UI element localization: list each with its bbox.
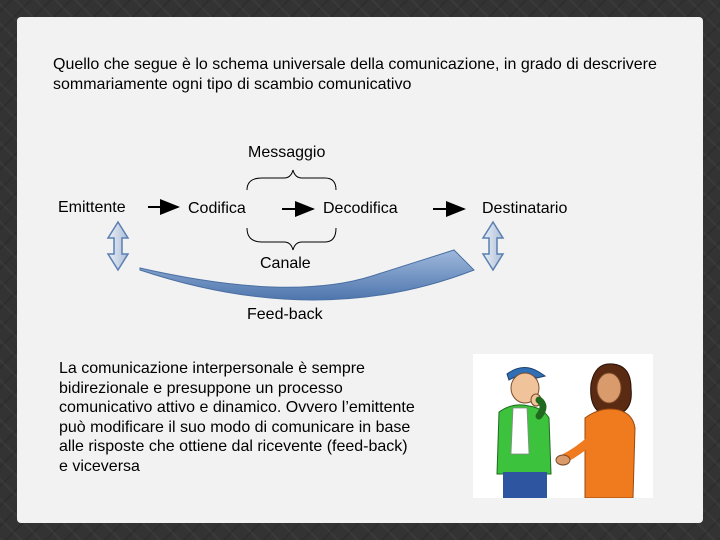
two-people-talking-icon <box>473 354 653 499</box>
destinatario-double-arrow-icon <box>481 220 505 272</box>
canale-label: Canale <box>260 255 311 272</box>
codifica-label: Codifica <box>188 200 246 217</box>
decodifica-label: Decodifica <box>323 200 398 217</box>
woman-figure <box>555 363 636 499</box>
canale-brace <box>246 227 337 251</box>
emittente-label: Emittente <box>58 199 126 216</box>
man-figure <box>496 367 552 498</box>
messaggio-brace <box>246 169 337 191</box>
feedback-curved-arrow <box>139 249 475 301</box>
emittente-double-arrow-icon <box>106 220 130 272</box>
intro-text: Quello che segue è lo schema universale … <box>53 56 657 93</box>
destinatario-label: Destinatario <box>482 200 567 217</box>
messaggio-label: Messaggio <box>248 144 325 161</box>
feedback-label: Feed-back <box>247 306 324 323</box>
description-text: La comunicazione interpersonale è sempre… <box>59 360 415 475</box>
